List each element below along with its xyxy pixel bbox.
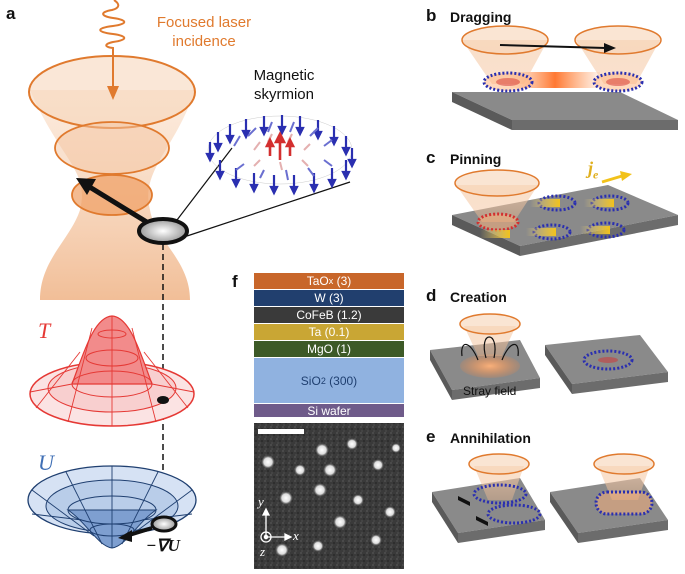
- layer-taox-rest: (3): [333, 274, 352, 288]
- layer-ta: Ta (0.1): [254, 324, 404, 341]
- panel-f-label: f: [232, 272, 238, 291]
- panel-b-title: Dragging: [450, 9, 512, 25]
- axis-z-label: z: [260, 544, 266, 559]
- panel-a-label: a: [6, 4, 16, 23]
- layer-w-text: W (3): [314, 291, 344, 305]
- gradU-label: −∇U: [146, 536, 180, 555]
- panel-d-title: Creation: [450, 289, 507, 305]
- layer-ta-text: Ta (0.1): [308, 325, 350, 339]
- panel-e-graphic: [432, 453, 668, 543]
- skyrmion-label-line2: skyrmion: [253, 86, 314, 103]
- current-sub: e: [593, 167, 599, 182]
- panel-b-graphic: [452, 25, 678, 130]
- laser-arrowhead: [107, 86, 119, 100]
- U-symbol: U: [38, 450, 54, 475]
- layer-mgo: MgO (1): [254, 341, 404, 358]
- layer-w: W (3): [254, 290, 404, 307]
- layer-taox-sub: x: [328, 276, 334, 286]
- T-symbol: T: [38, 318, 51, 343]
- panel-b-label: b: [426, 6, 437, 25]
- panel-c-title: Pinning: [450, 151, 502, 167]
- panel-c-graphic: [452, 169, 678, 256]
- panel-c-label: c: [426, 148, 436, 167]
- current-j: j: [588, 158, 594, 178]
- layer-cofeb: CoFeB (1.2): [254, 307, 404, 324]
- skyrmion-dots: [261, 438, 401, 557]
- layer-taox-text: TaO: [306, 274, 329, 288]
- layer-cofeb-text: CoFeB (1.2): [296, 308, 362, 322]
- skyrmion-spot: [137, 217, 189, 245]
- panel-d-graphic: [430, 313, 668, 400]
- skyrmion-label: Magnetic skyrmion: [234, 66, 334, 104]
- layer-si-wafer: Si wafer: [254, 404, 404, 418]
- stray-field-label: Stray field: [463, 384, 517, 398]
- laser-label: Focused laser incidence: [134, 13, 274, 51]
- layer-sio2-sub: 2: [320, 375, 326, 386]
- axis-x-label: x: [293, 528, 299, 543]
- layer-mgo-text: MgO (1): [306, 342, 351, 356]
- current-label: je: [588, 158, 598, 183]
- layer-si-wafer-text: Si wafer: [307, 403, 351, 418]
- skyrmion-label-line1: Magnetic: [253, 67, 315, 84]
- laser-ring-mid: [54, 121, 170, 175]
- panel-e-label: e: [426, 427, 436, 446]
- layer-sio2-text: SiO: [300, 373, 321, 388]
- panel-e-title: Annihilation: [450, 430, 531, 446]
- laser-wave: [99, 0, 126, 92]
- scale-bar: [258, 429, 304, 434]
- axis-y-label: y: [258, 494, 264, 509]
- layer-sio2-rest: (300): [325, 373, 358, 388]
- laser-label-line1: Focused laser: [156, 14, 252, 31]
- panel-d-label: d: [426, 286, 437, 305]
- laser-label-line2: incidence: [172, 33, 236, 50]
